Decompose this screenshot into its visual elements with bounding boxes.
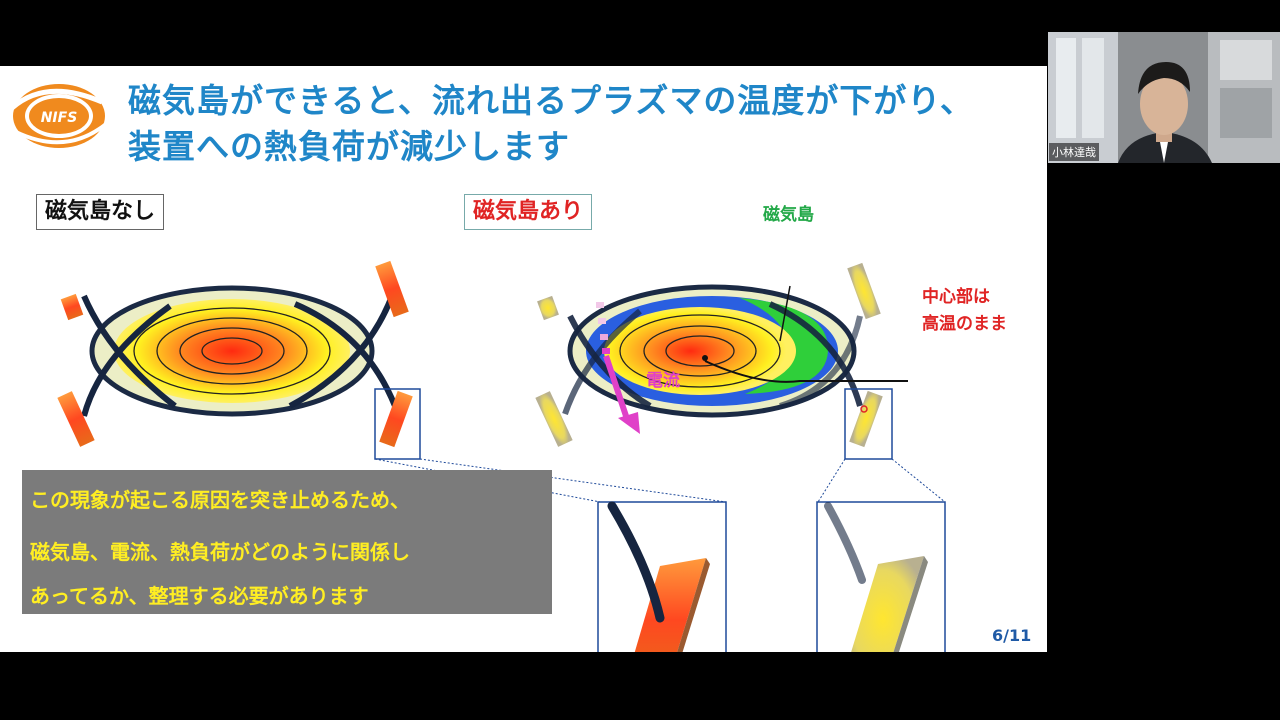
nifs-logo: NIFS [10, 84, 108, 148]
zoom-inset-with-island [816, 501, 946, 652]
zoom-box-left [374, 388, 421, 460]
divertor-plate-top-left [60, 293, 84, 321]
label-with-island: 磁気島あり [464, 194, 593, 230]
page-number: 6/11 [992, 626, 1032, 645]
divertor-plate-bottom-right-cool [849, 390, 883, 448]
logo-text: NIFS [41, 110, 78, 126]
message-box: この現象が起こる原因を突き止めるため、 磁気島、電流、熱負荷がどのように関係し … [22, 470, 552, 614]
title-line-2: 装置への熱負荷が減少します [128, 127, 570, 166]
zoom-box-right [844, 388, 893, 460]
message-line-3: あってるか、整理する必要があります [30, 584, 369, 608]
participant-video [1048, 32, 1280, 163]
slide-title: 磁気島ができると、流れ出るプラズマの温度が下がり、 装置への熱負荷が減少します [128, 78, 1038, 170]
message-line-2: 磁気島、電流、熱負荷がどのように関係し [30, 540, 410, 564]
zoom-inset-without-island [597, 501, 727, 652]
divertor-plate-top-right-cool [847, 262, 881, 320]
divertor-plate-bottom-right [379, 390, 413, 448]
participant-name: 小林達哉 [1049, 143, 1099, 161]
annotation-current: 電流 [646, 371, 680, 391]
divertor-plate-bottom-left-cool [535, 391, 573, 447]
annotation-center-line-1: 中心部は [922, 287, 990, 307]
presentation-slide: NIFS 磁気島ができると、流れ出るプラズマの温度が下がり、 装置への熱負荷が減… [0, 66, 1047, 652]
diagram-without-island [57, 260, 421, 460]
annotation-center: 中心部は 高温のまま [922, 284, 1042, 338]
comparison-diagram [57, 260, 946, 652]
divertor-plate-bottom-left [57, 391, 95, 447]
divertor-plate-top-right [375, 260, 409, 318]
message-line-1: この現象が起こる原因を突き止めるため、 [30, 488, 410, 512]
annotation-island: 磁気島 [763, 205, 814, 225]
participant-video-tile[interactable]: 小林達哉 [1048, 32, 1280, 163]
label-without-island: 磁気島なし [36, 194, 165, 230]
annotation-center-line-2: 高温のまま [922, 314, 1007, 334]
divertor-plate-top-left-cool [537, 295, 559, 321]
title-line-1: 磁気島ができると、流れ出るプラズマの温度が下がり、 [128, 81, 975, 120]
diagram-with-island [535, 262, 908, 460]
